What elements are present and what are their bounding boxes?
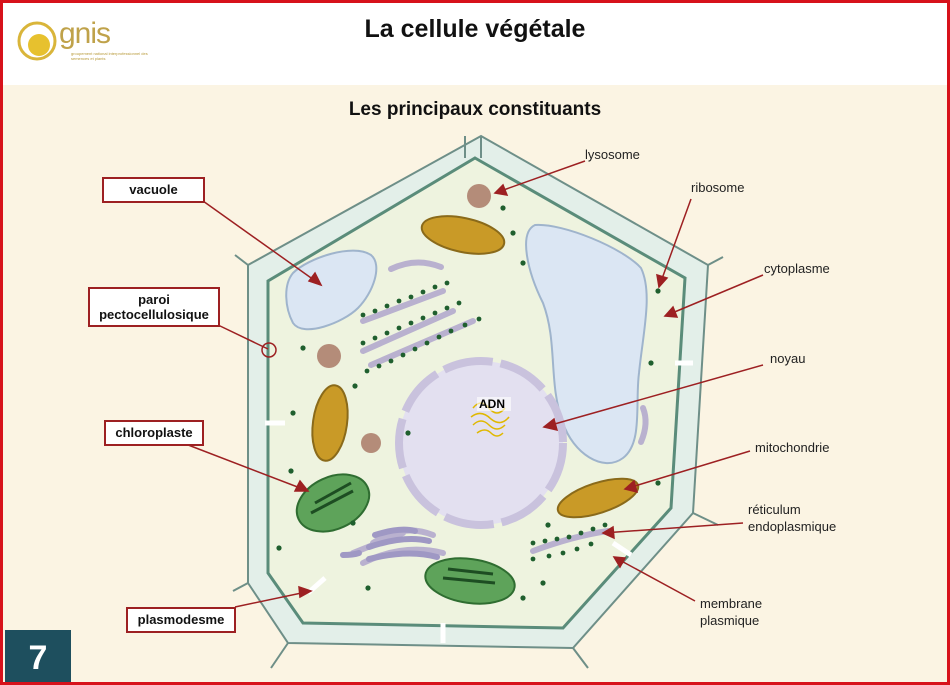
mitochondrion-1 xyxy=(420,215,506,255)
paroi-label: paroi pectocellulosique xyxy=(88,287,220,327)
adn-label: ADN xyxy=(479,397,505,411)
nucleus xyxy=(395,357,567,529)
lysosome-1 xyxy=(467,184,491,208)
plant-cell-diagram: ADN xyxy=(182,134,764,669)
chloroplaste-label: chloroplaste xyxy=(104,420,204,446)
small-vacuole xyxy=(285,249,378,331)
mitochondria xyxy=(311,215,640,519)
noyau-label: noyau xyxy=(770,351,806,366)
logo-subtext: groupement national interprofessionnel d… xyxy=(71,51,148,61)
membrane-label-line1: membrane xyxy=(700,596,763,611)
page-number-badge: 7 xyxy=(5,630,71,682)
logo-circle-icon xyxy=(17,21,57,61)
header-bar: gnis groupement national interprofession… xyxy=(3,3,947,85)
reticulum-label-line2: endoplasmique xyxy=(748,519,837,534)
logo-text: gnis xyxy=(59,17,111,50)
vacuole-label: vacuole xyxy=(102,177,205,203)
lysosome-3 xyxy=(361,433,381,453)
reticulum-label-line1: réticulum xyxy=(748,502,801,517)
central-vacuole xyxy=(525,223,648,464)
ribosomes xyxy=(276,205,661,601)
golgi-apparatus xyxy=(340,526,440,562)
plasmodesme-label: plasmodesme xyxy=(126,607,236,633)
diagram-subtitle: Les principaux constituants xyxy=(348,99,602,120)
lysosome-2 xyxy=(317,344,341,368)
lysosome-label: lysosome xyxy=(585,147,640,162)
ribosome-label: ribosome xyxy=(691,180,745,195)
mitochondrie-label: mitochondrie xyxy=(755,440,830,455)
endoplasmic-reticulum xyxy=(350,259,649,566)
gnis-logo: gnis groupement national interprofession… xyxy=(15,13,148,75)
page-title: La cellule végétale xyxy=(364,15,586,43)
paroi-highlight-circle xyxy=(261,342,277,358)
membrane-label-line2: plasmique xyxy=(700,613,760,628)
cytoplasme-label: cytoplasme xyxy=(764,261,830,276)
leader-lines xyxy=(182,160,764,608)
neighbour-walls xyxy=(232,136,724,669)
mitochondrion-2 xyxy=(311,384,349,462)
